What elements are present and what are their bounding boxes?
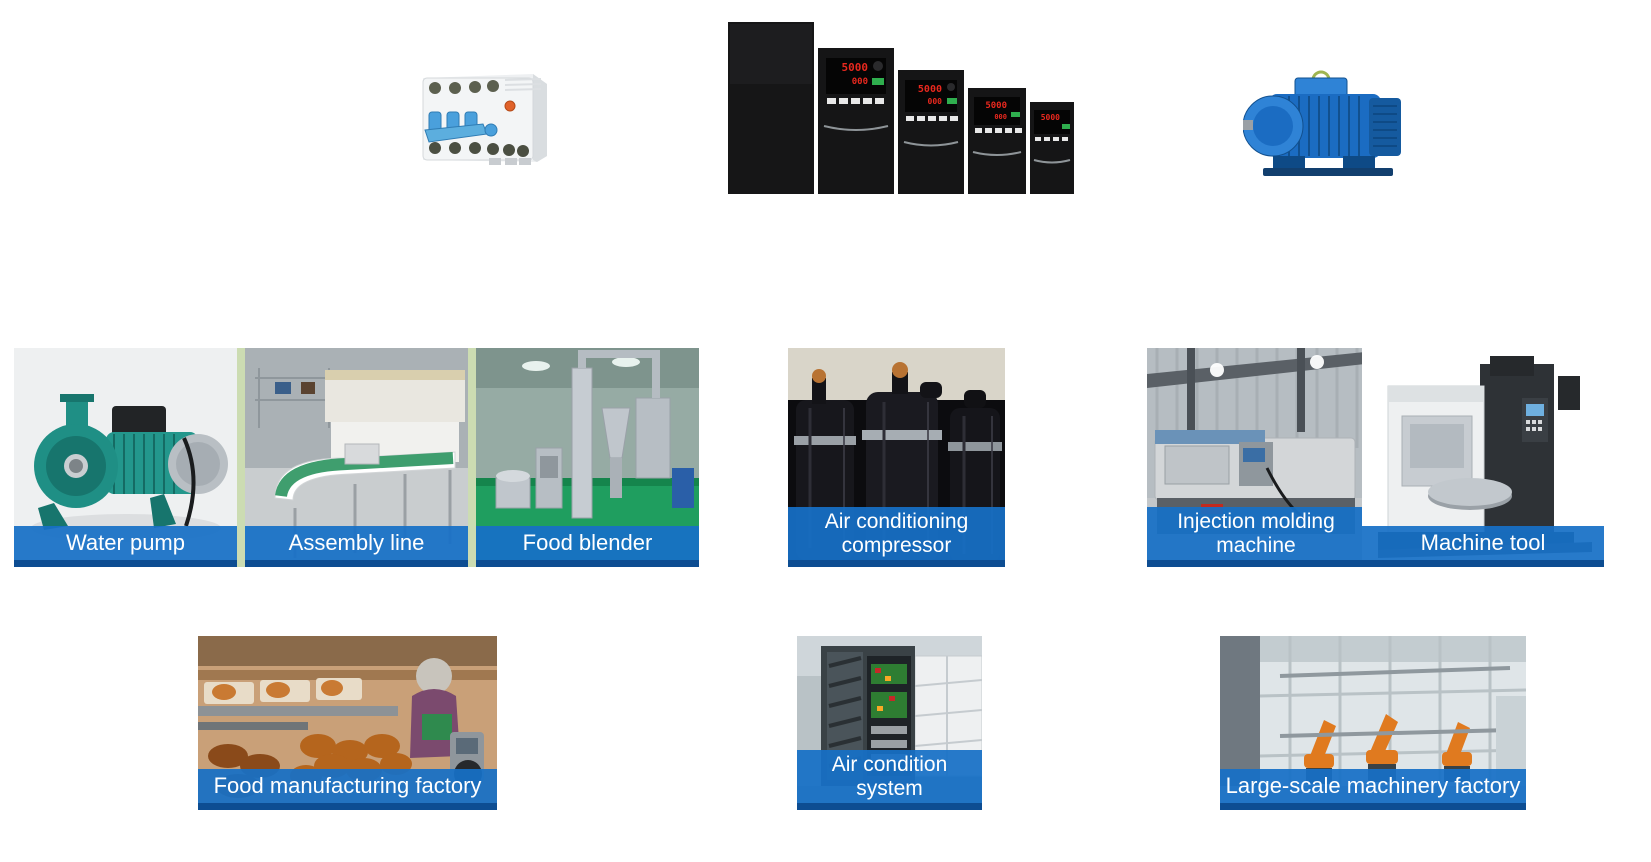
injection-molding-machine-card: Injection molding machine bbox=[1147, 348, 1365, 567]
machine-tool-card: Machine tool bbox=[1362, 346, 1604, 567]
air-condition-system-card: Air condition system bbox=[797, 636, 982, 810]
inverter-tower-3: 5000 000 bbox=[898, 70, 964, 194]
svg-text:5000: 5000 bbox=[918, 84, 942, 95]
inverter-tower-4: 5000 000 bbox=[968, 88, 1026, 194]
large-scale-machinery-factory-card: Large-scale machinery factory bbox=[1220, 636, 1526, 810]
assembly-line-label: Assembly line bbox=[245, 526, 468, 567]
electric-motor-image bbox=[1243, 70, 1415, 181]
electric-motor-illustration bbox=[1243, 70, 1401, 176]
water-pump-label: Water pump bbox=[14, 526, 237, 567]
svg-text:5000: 5000 bbox=[1041, 113, 1060, 122]
air-conditioning-compressor-card: Air conditioning compressor bbox=[788, 348, 1005, 567]
svg-text:5000: 5000 bbox=[985, 101, 1007, 111]
food-blender-label: Food blender bbox=[476, 526, 699, 567]
applications-strip: Water pump bbox=[14, 348, 699, 567]
machine-tool-label: Machine tool bbox=[1362, 526, 1604, 567]
circuit-breaker-image bbox=[413, 68, 557, 167]
injection-molding-machine-label: Injection molding machine bbox=[1147, 507, 1365, 567]
machine-tool-photo bbox=[1362, 346, 1604, 567]
circuit-breaker-illustration bbox=[422, 74, 547, 165]
air-conditioning-compressor-label: Air conditioning compressor bbox=[788, 507, 1005, 567]
svg-text:5000: 5000 bbox=[842, 61, 869, 74]
food-blender-card: Food blender bbox=[476, 348, 699, 567]
inverter-tower-2: 5000 000 bbox=[818, 48, 894, 194]
food-manufacturing-factory-card: Food manufacturing factory bbox=[198, 636, 497, 810]
svg-text:000: 000 bbox=[928, 97, 943, 106]
large-scale-machinery-factory-label: Large-scale machinery factory bbox=[1220, 769, 1526, 810]
frequency-inverter-illustration: 5000 000 5000 000 5000 0 bbox=[728, 22, 1074, 194]
svg-text:000: 000 bbox=[994, 113, 1007, 121]
food-manufacturing-factory-label: Food manufacturing factory bbox=[198, 769, 497, 810]
inverter-tower-5: 5000 bbox=[1030, 102, 1074, 194]
assembly-line-card: Assembly line bbox=[245, 348, 468, 567]
air-condition-system-label: Air condition system bbox=[797, 750, 982, 810]
frequency-inverter-image: 5000 000 5000 000 5000 0 bbox=[728, 22, 1074, 194]
water-pump-card: Water pump bbox=[14, 348, 237, 567]
svg-text:000: 000 bbox=[852, 77, 868, 87]
